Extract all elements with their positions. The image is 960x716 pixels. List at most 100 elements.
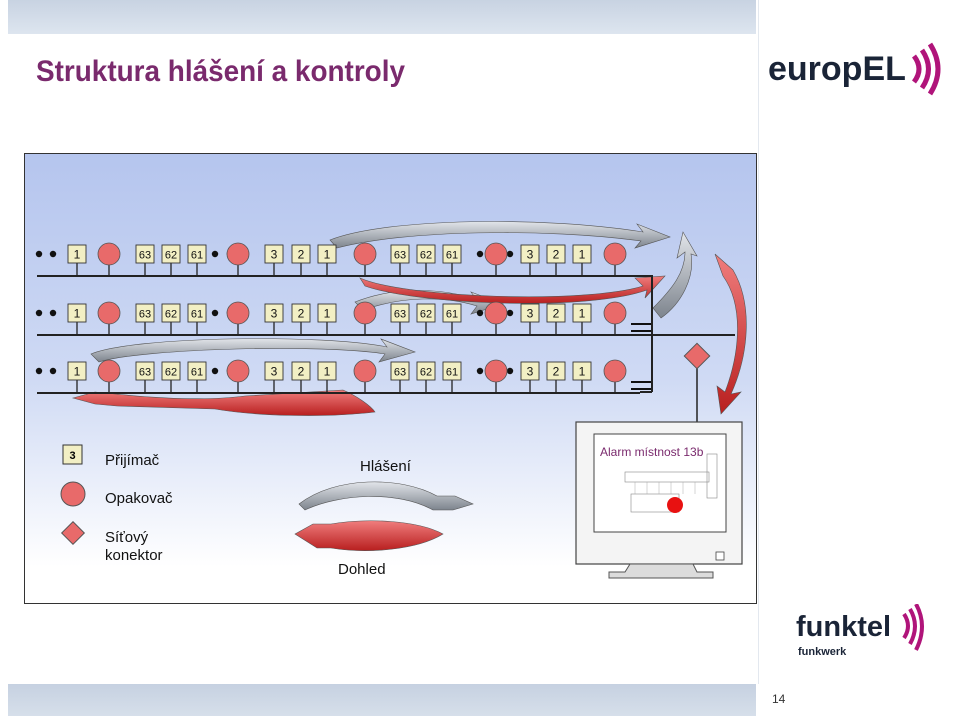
receiver-box xyxy=(264,244,284,264)
ellipsis-dot xyxy=(211,250,219,258)
receiver-address: 1 xyxy=(324,307,331,321)
receiver-box xyxy=(291,244,311,264)
network-connector-node xyxy=(683,342,711,370)
receiver-box xyxy=(67,244,87,264)
repeater-node xyxy=(484,359,508,383)
receiver-address: 61 xyxy=(446,309,458,321)
page-number-box: 14 xyxy=(758,684,960,716)
repeater-node xyxy=(226,359,250,383)
receiver-address: 2 xyxy=(298,248,305,262)
receiver-box xyxy=(442,244,462,264)
receiver-box xyxy=(264,303,284,323)
receiver-box xyxy=(187,303,207,323)
receiver-address: 63 xyxy=(139,250,151,262)
receiver-box xyxy=(520,244,540,264)
legend-repeater-label: Opakovač xyxy=(105,490,173,507)
receiver-box xyxy=(390,303,410,323)
receiver-address: 1 xyxy=(74,248,81,262)
report-arrow xyxy=(652,231,698,319)
ellipsis-dot xyxy=(506,367,514,375)
receiver-address: 61 xyxy=(191,250,203,262)
legend-supervision-arrow xyxy=(294,520,444,551)
receiver-address: 62 xyxy=(165,250,177,262)
receiver-address: 62 xyxy=(165,309,177,321)
repeater-node xyxy=(353,301,377,325)
report-arrow xyxy=(90,338,416,363)
funktel-logo-text: funktel xyxy=(796,611,891,643)
supervision-arrow xyxy=(714,253,747,415)
receiver-box xyxy=(416,303,436,323)
receiver-box xyxy=(416,361,436,381)
receiver-box xyxy=(135,361,155,381)
receiver-box xyxy=(572,361,592,381)
legend-report-label: Hlášení xyxy=(360,458,411,475)
ellipsis-dot xyxy=(49,250,57,258)
receiver-address: 3 xyxy=(527,248,534,262)
supervision-arrow xyxy=(71,389,376,416)
receiver-address: 63 xyxy=(139,367,151,379)
repeater-node xyxy=(97,242,121,266)
receiver-address: 2 xyxy=(553,365,560,379)
report-arrow xyxy=(329,221,671,249)
backbone-line xyxy=(640,275,653,392)
ellipsis-dot xyxy=(211,367,219,375)
receiver-address: 1 xyxy=(579,248,586,262)
receiver-box xyxy=(572,244,592,264)
page-title: Struktura hlášení a kontroly xyxy=(36,55,406,88)
receiver-address: 3 xyxy=(271,307,278,321)
receiver-box xyxy=(264,361,284,381)
legend-receiver-sample: 3 xyxy=(69,450,75,462)
legend-receiver-icon xyxy=(62,444,83,465)
page-number: 14 xyxy=(772,692,786,706)
receiver-box xyxy=(317,303,337,323)
repeater-node xyxy=(226,301,250,325)
receiver-address: 63 xyxy=(394,367,406,379)
receiver-box xyxy=(161,244,181,264)
repeater-node xyxy=(603,359,627,383)
ellipsis-dot xyxy=(35,367,43,375)
bottom-bar xyxy=(8,684,756,716)
ellipsis-dot xyxy=(506,250,514,258)
ellipsis-dot xyxy=(49,309,57,317)
repeater-node xyxy=(97,301,121,325)
receiver-address: 3 xyxy=(527,365,534,379)
repeater-node xyxy=(603,301,627,325)
repeater-node xyxy=(484,301,508,325)
receiver-address: 1 xyxy=(579,365,586,379)
receiver-box xyxy=(442,361,462,381)
receiver-box xyxy=(546,303,566,323)
monitor-icon xyxy=(575,421,743,579)
europel-logo-text: europEL xyxy=(768,50,906,88)
funktel-logo: funktel funkwerk xyxy=(796,604,924,658)
receiver-address: 3 xyxy=(527,307,534,321)
ellipsis-dot xyxy=(49,367,57,375)
receiver-address: 2 xyxy=(553,307,560,321)
legend-receiver-label: Přijímač xyxy=(105,452,160,469)
receiver-address: 1 xyxy=(324,248,331,262)
ellipsis-dot xyxy=(476,367,484,375)
receiver-address: 2 xyxy=(298,365,305,379)
receiver-box xyxy=(390,361,410,381)
receiver-box xyxy=(161,361,181,381)
ellipsis-dot xyxy=(35,309,43,317)
receiver-box xyxy=(416,244,436,264)
receiver-box xyxy=(317,361,337,381)
receiver-box xyxy=(135,303,155,323)
receiver-box xyxy=(546,244,566,264)
receiver-box xyxy=(520,303,540,323)
receiver-address: 2 xyxy=(298,307,305,321)
europel-logo: europEL xyxy=(768,42,941,96)
repeater-node xyxy=(603,242,627,266)
receiver-address: 61 xyxy=(191,367,203,379)
receiver-address: 2 xyxy=(553,248,560,262)
receiver-box xyxy=(572,303,592,323)
funkwerk-text: funkwerk xyxy=(798,646,847,658)
receiver-box xyxy=(546,361,566,381)
receiver-address: 63 xyxy=(394,250,406,262)
receiver-box xyxy=(161,303,181,323)
receiver-box xyxy=(291,361,311,381)
monitor-alarm-text: Alarm místnost 13b xyxy=(600,445,704,459)
receiver-box xyxy=(187,361,207,381)
receiver-box xyxy=(317,244,337,264)
